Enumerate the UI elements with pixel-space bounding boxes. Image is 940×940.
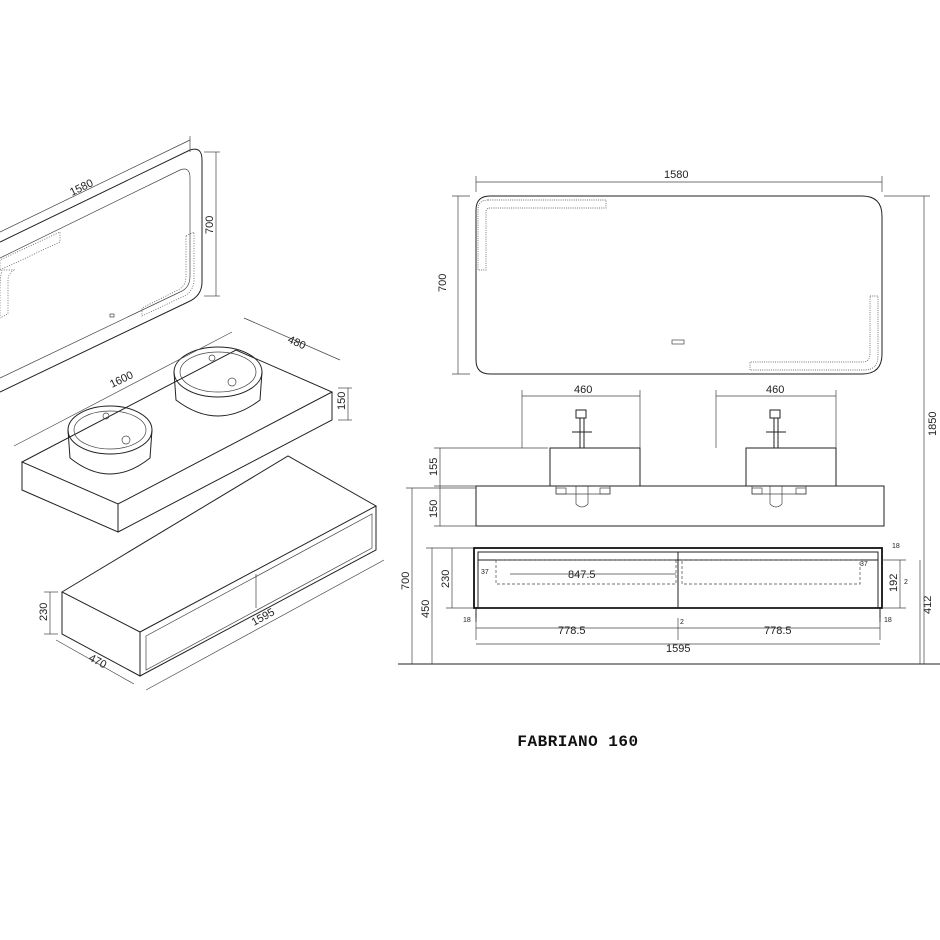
iso-countertop: 1600 480 150: [13, 317, 352, 533]
front-cabinet: 847.5 37 37 778.5 778.5 1595 18 18 2 18 …: [398, 195, 940, 665]
front-small-right-label: 18: [884, 617, 892, 624]
front-basin-height-label: 155: [428, 458, 440, 476]
drawing-title-text: FABRIANO 160: [517, 733, 639, 751]
front-drawer-width-label: 847.5: [568, 569, 596, 581]
front-countertop: 150: [428, 485, 885, 527]
front-small-center-label: 2: [680, 619, 684, 626]
front-cabinet-width-label: 1595: [666, 643, 690, 655]
iso-cabinet-length-label: 1595: [250, 606, 277, 628]
iso-mirror-width-label: 1580: [68, 177, 95, 199]
iso-cabinet-depth-label: 470: [87, 652, 109, 671]
front-mirror-height-label: 700: [437, 274, 449, 292]
front-small-left-drawer-label: 37: [481, 569, 489, 576]
iso-top-length-label: 1600: [108, 369, 135, 391]
front-bay-left-label: 778.5: [558, 625, 586, 637]
iso-top-thickness-label: 150: [336, 392, 348, 410]
front-mirror-width-label: 1580: [664, 169, 688, 181]
front-cabinet-left-height-label: 700: [400, 572, 412, 590]
iso-mirror: 1580 700: [0, 136, 220, 393]
front-small-right-gap-label: 2: [904, 579, 908, 586]
front-small-left-label: 18: [463, 617, 471, 624]
iso-view: 1580 700 1600 480: [0, 136, 385, 691]
drawing-title: FABRIANO 160: [0, 733, 940, 751]
front-mirror: 1580 700: [437, 169, 883, 375]
front-view: 1580 700 460: [398, 169, 940, 665]
front-basin-left-width-label: 460: [574, 384, 592, 396]
iso-top-depth-label: 480: [286, 334, 308, 352]
front-basin-right-width-label: 460: [766, 384, 784, 396]
iso-mirror-height-label: 700: [204, 216, 216, 234]
front-top-thickness-label: 150: [428, 500, 440, 518]
front-drawer-inner-height-label: 192: [888, 574, 900, 592]
front-small-top-right-label: 18: [892, 543, 900, 550]
front-small-right-drawer-label: 37: [860, 561, 868, 568]
front-leg-height-label: 412: [922, 596, 934, 614]
front-bay-right-label: 778.5: [764, 625, 792, 637]
front-cabinet-mid-height-label: 450: [420, 600, 432, 618]
iso-cabinet: 230 470 1595: [38, 455, 385, 691]
front-overall-height-label: 1850: [927, 412, 939, 436]
iso-cabinet-height-label: 230: [38, 603, 50, 621]
front-drawer-height-label: 230: [440, 570, 452, 588]
front-basins: 460 460 155: [428, 384, 837, 508]
